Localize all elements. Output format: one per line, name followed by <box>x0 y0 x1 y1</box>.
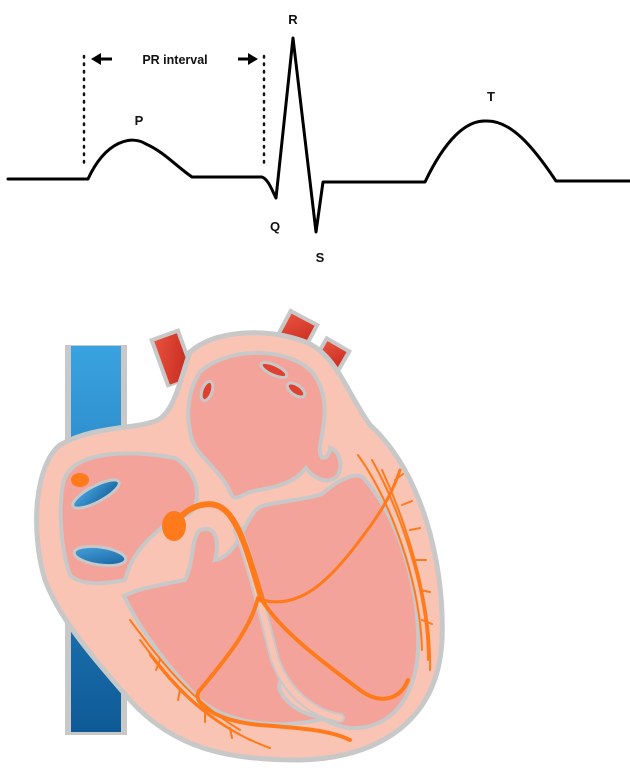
s-wave-label: S <box>316 250 325 265</box>
arrow-right-icon <box>238 53 258 65</box>
pr-interval-label: PR interval <box>142 53 207 67</box>
av-node <box>162 511 186 541</box>
heart-illustration <box>37 308 443 760</box>
sa-node <box>71 473 89 487</box>
q-wave-label: Q <box>270 219 280 234</box>
r-wave-label: R <box>288 12 298 27</box>
ecg-trace: PR interval P R Q S T <box>8 12 630 265</box>
p-wave-label: P <box>135 113 144 128</box>
arrow-left-icon <box>91 53 112 65</box>
t-wave-label: T <box>487 89 495 104</box>
ecg-waveform <box>8 38 630 232</box>
